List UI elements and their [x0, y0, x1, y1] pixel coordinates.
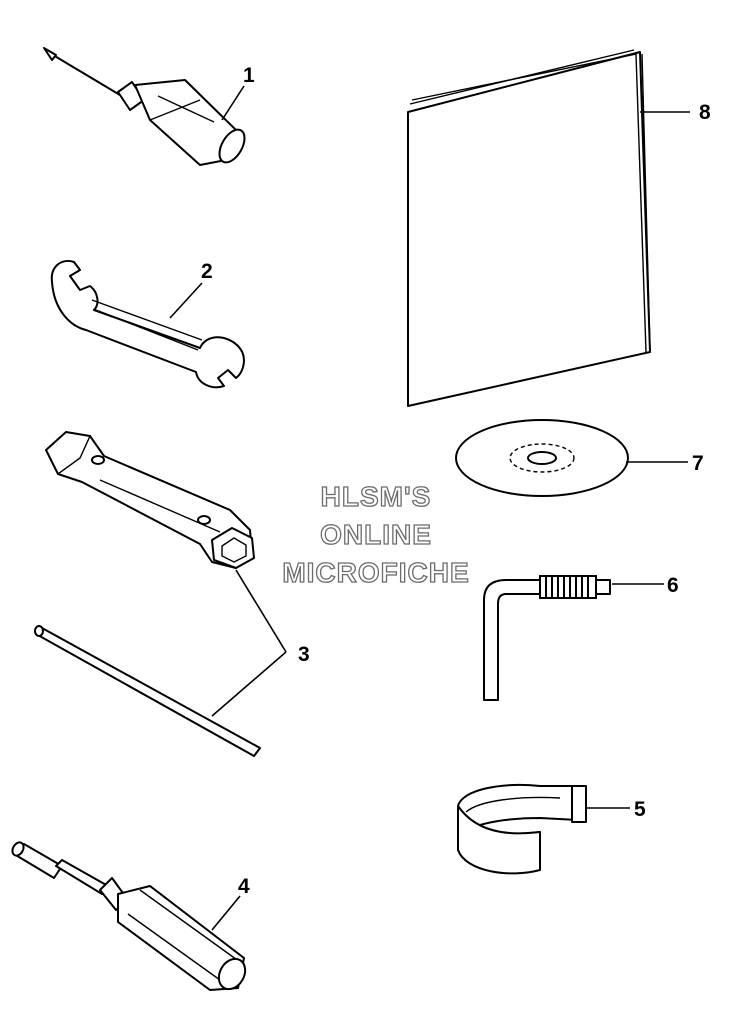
screwdriver-large-illustration: [11, 841, 247, 991]
watermark-line-1: HLSM'S: [321, 481, 432, 512]
box-wrench-illustration: [45, 431, 255, 569]
callout-4: 4: [238, 875, 250, 898]
cd-rom-illustration: [455, 419, 629, 497]
open-end-wrench-illustration: [50, 260, 245, 389]
leader-line-4: [211, 895, 241, 931]
callout-7: 7: [692, 452, 704, 475]
callout-6: 6: [667, 574, 679, 597]
callout-5: 5: [634, 798, 646, 821]
strap-band-illustration: [457, 784, 587, 875]
leader-line-2: [169, 282, 203, 319]
callout-8: 8: [699, 101, 711, 124]
screwdriver-small-illustration: [43, 47, 246, 166]
owners-manual-illustration: [407, 49, 651, 407]
leader-line-3b: [211, 651, 287, 717]
watermark-line-3: MICROFICHE: [282, 557, 469, 588]
callout-3: 3: [298, 643, 310, 666]
hex-key-illustration: [483, 575, 611, 701]
watermark-line-2: ONLINE: [320, 519, 432, 550]
tommy-bar-illustration: [34, 625, 261, 757]
watermark: HLSM'S ONLINE MICROFICHE: [282, 480, 470, 588]
leader-line-3a: [235, 569, 287, 653]
callout-1: 1: [243, 64, 255, 87]
callout-2: 2: [201, 260, 213, 283]
leader-line-1: [221, 85, 245, 121]
